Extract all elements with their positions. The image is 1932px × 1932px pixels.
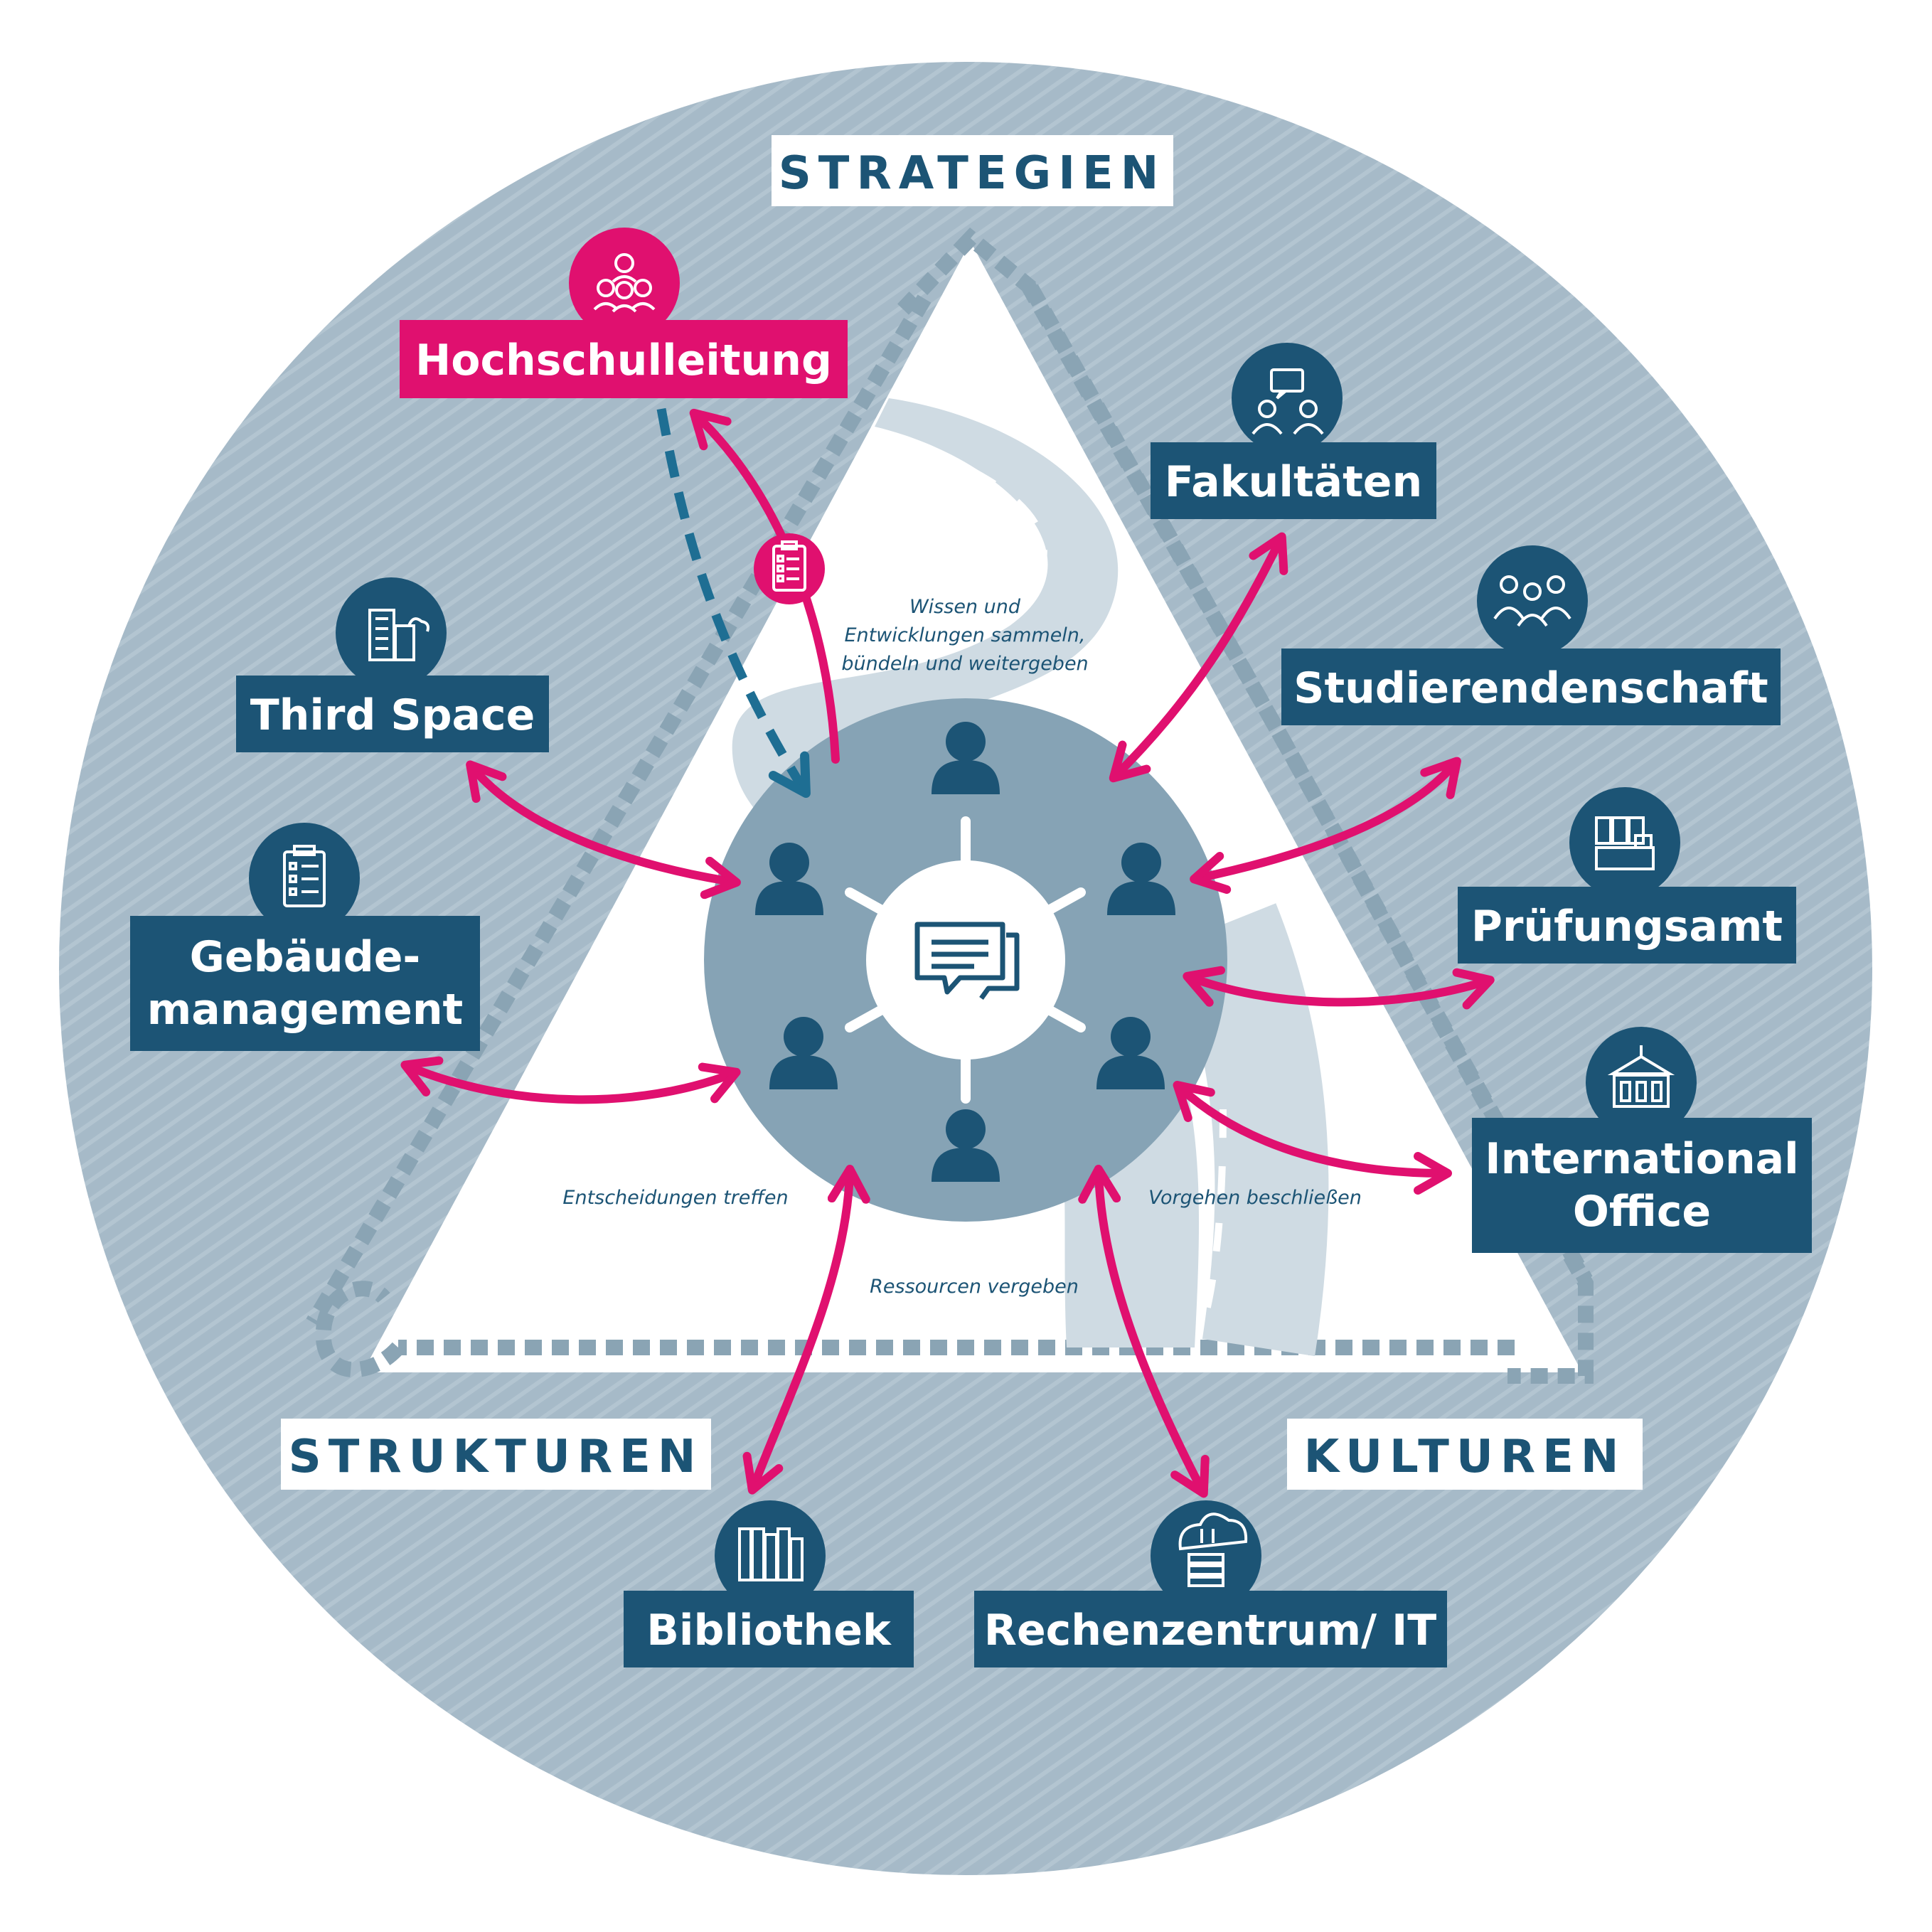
label-rechenzentrum: Rechenzentrum/ IT [984, 1606, 1437, 1655]
label-pruefungsamt: Prüfungsamt [1471, 902, 1783, 951]
note-wissen-line3: bündeln und weitergeben [841, 653, 1088, 675]
conversation-people-icon [1251, 368, 1324, 435]
label-third-space: Third Space [250, 690, 535, 740]
label-studierendenschaft: Studierendenschaft [1293, 663, 1768, 713]
node-bibliothek[interactable]: Bibliothek [624, 1500, 914, 1667]
corner-kulturen: KULTUREN [1304, 1431, 1626, 1483]
note-wissen-line2: Entwicklungen sammeln, [844, 624, 1085, 646]
leadership-group-icon [593, 253, 656, 313]
corner-strategien: STRATEGIEN [779, 147, 1166, 200]
office-archive-icon [1595, 816, 1655, 870]
note-entscheidungen: Entscheidungen treffen [562, 1187, 788, 1209]
directive-arrow [656, 407, 811, 799]
chat-bubbles-icon [914, 922, 1020, 1000]
hub-spokes [845, 816, 1086, 1104]
node-pruefungsamt[interactable]: Prüfungsamt [1458, 787, 1796, 964]
label-gebaeude-line1: Gebäude- [190, 932, 421, 982]
corner-bl-box [281, 1419, 711, 1490]
label-fakultaeten: Fakultäten [1165, 457, 1422, 507]
note-ressourcen: Ressourcen vergeben [870, 1276, 1079, 1298]
clipboard-checklist-icon [283, 845, 326, 907]
note-wissen-line1: Wissen und [909, 596, 1021, 618]
label-hochschulleitung: Hochschulleitung [415, 336, 832, 385]
node-gebaeudemanagement[interactable]: Gebäude- management [130, 823, 480, 1051]
corner-top-box [772, 135, 1173, 206]
label-bibliothek: Bibliothek [646, 1606, 892, 1655]
university-building-icon [1607, 1045, 1675, 1108]
buildings-icon [368, 609, 429, 661]
corner-br-box [1287, 1419, 1643, 1490]
label-international-line2: Office [1573, 1187, 1711, 1237]
hub-center [866, 860, 1065, 1060]
cloud-server-icon [1178, 1512, 1248, 1587]
triangle-dashed-border [315, 227, 1594, 1384]
label-gebaeude-line2: management [147, 985, 463, 1035]
label-international-line1: International [1485, 1134, 1798, 1184]
clipboard-checklist-icon [772, 540, 806, 592]
node-fakultaeten[interactable]: Fakultäten [1151, 343, 1436, 519]
node-hochschulleitung[interactable]: Hochschulleitung [400, 228, 848, 398]
node-rechenzentrum[interactable]: Rechenzentrum/ IT [974, 1500, 1447, 1667]
corner-strukturen: STRUKTUREN [289, 1431, 703, 1483]
connection-arrows [400, 408, 1495, 1498]
node-third-space[interactable]: Third Space [236, 577, 549, 752]
node-international-office[interactable]: International Office [1472, 1027, 1812, 1253]
books-icon [738, 1527, 804, 1581]
note-vorgehen: Vorgehen beschließen [1148, 1187, 1362, 1209]
node-studierendenschaft[interactable]: Studierendenschaft [1281, 545, 1781, 725]
student-group-icon [1493, 575, 1571, 627]
